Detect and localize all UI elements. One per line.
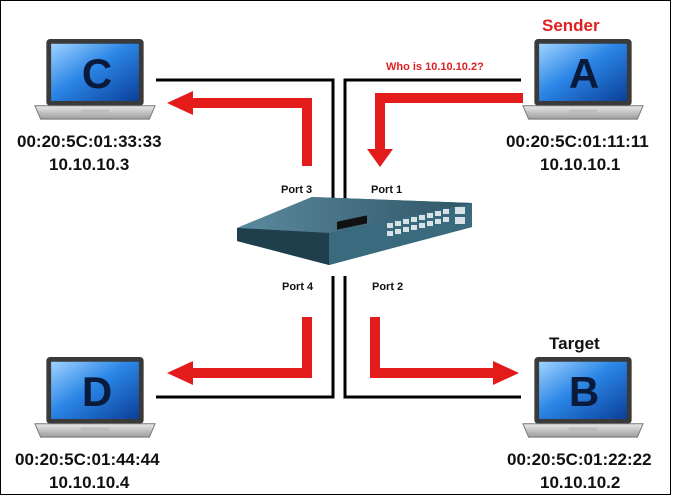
host-d-mac: 00:20:5C:01:44:44 <box>15 450 160 469</box>
host-b-letter: B <box>569 368 599 415</box>
target-label: Target <box>549 334 600 353</box>
host-c-mac: 00:20:5C:01:33:33 <box>17 132 162 151</box>
host-c-ip: 10.10.10.3 <box>49 155 130 174</box>
port-1-label: Port 1 <box>371 184 403 196</box>
arrow-to-b <box>370 317 495 378</box>
arrow-head-c <box>167 91 193 115</box>
arrow-to-d <box>191 317 312 378</box>
arrow-to-c <box>191 98 312 166</box>
arrow-heads <box>167 91 519 385</box>
arrow-head-switch <box>367 149 393 167</box>
cable-port4 <box>156 276 335 399</box>
arrow-head-d <box>167 361 193 385</box>
port-4-label: Port 4 <box>282 281 314 293</box>
arrow-head-b <box>493 361 519 385</box>
arp-query-label: Who is 10.10.10.2? <box>386 61 484 73</box>
host-a-ip: 10.10.10.1 <box>540 155 621 174</box>
cable-port3 <box>156 78 335 206</box>
sender-label: Sender <box>542 16 600 35</box>
port-3-label: Port 3 <box>281 184 313 196</box>
host-d-ip: 10.10.10.4 <box>49 473 130 492</box>
network-switch <box>237 197 472 265</box>
port-2-label: Port 2 <box>372 281 404 293</box>
arrow-a-to-switch <box>375 93 523 151</box>
host-a-mac: 00:20:5C:01:11:11 <box>506 132 649 151</box>
host-d-letter: D <box>82 368 112 415</box>
host-c-letter: C <box>82 50 112 97</box>
cable-port1 <box>343 78 521 206</box>
host-a-letter: A <box>569 50 599 97</box>
network-cables <box>156 78 521 399</box>
host-b-mac: 00:20:5C:01:22:22 <box>507 450 652 469</box>
broadcast-arrows <box>191 93 523 378</box>
cable-port2 <box>343 276 521 399</box>
host-b-ip: 10.10.10.2 <box>540 473 621 492</box>
